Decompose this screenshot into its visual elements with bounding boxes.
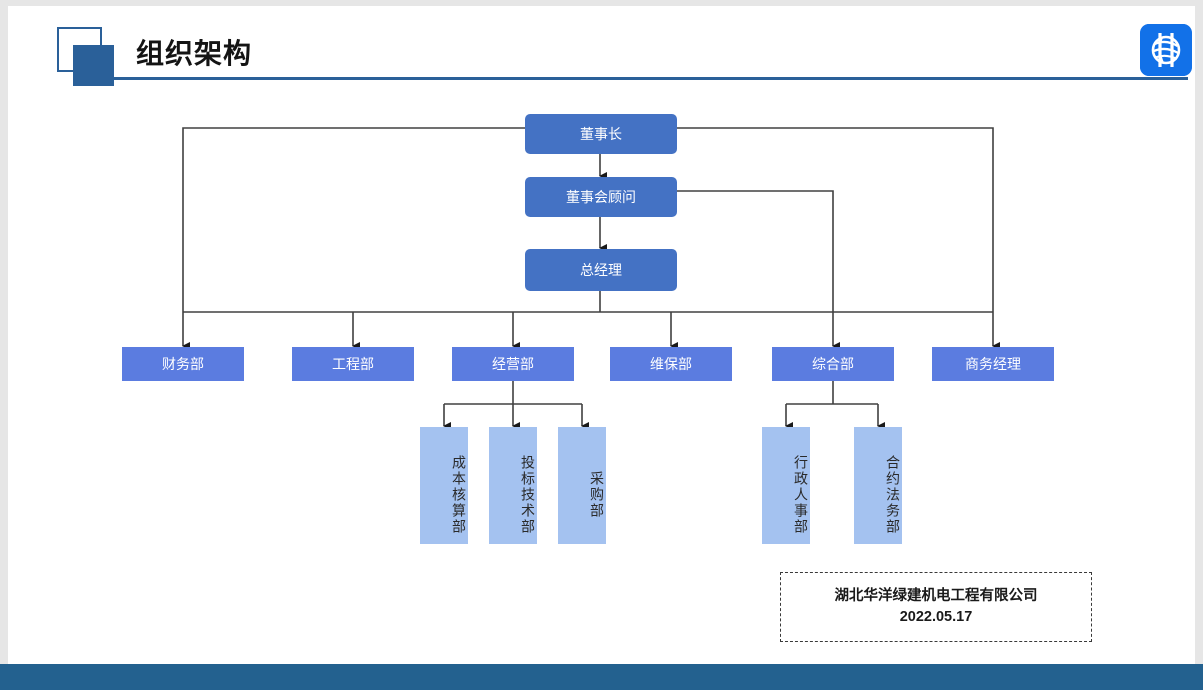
org-node-label: 采购部 [589,470,605,519]
stamp-company-name: 湖北华洋绿建机电工程有限公司 [834,588,1038,604]
org-node-engineering[interactable]: 工程部 [292,347,414,381]
org-node-finance[interactable]: 财务部 [122,347,244,381]
org-node-label: 维保部 [650,356,692,372]
org-node-label: 经营部 [492,356,534,372]
org-node-cost-accounting[interactable]: 成本核算部 [420,427,468,544]
org-node-maintenance[interactable]: 维保部 [610,347,732,381]
org-node-business-manager[interactable]: 商务经理 [932,347,1054,381]
decorative-square-filled [73,45,114,86]
org-node-admin-hr[interactable]: 行政人事部 [762,427,810,544]
org-node-label: 合约法务部 [885,454,901,535]
org-node-general-manager[interactable]: 总经理 [525,249,677,291]
org-node-label: 总经理 [580,262,622,278]
org-node-general-affairs[interactable]: 综合部 [772,347,894,381]
stamp-date: 2022.05.17 [899,609,973,625]
org-node-operations[interactable]: 经营部 [452,347,574,381]
org-node-label: 董事会顾问 [566,189,636,205]
company-stamp-box: 湖北华洋绿建机电工程有限公司 2022.05.17 [780,572,1092,642]
org-node-label: 投标技术部 [520,454,536,535]
org-node-label: 综合部 [812,356,854,372]
org-node-board-advisor[interactable]: 董事会顾问 [525,177,677,217]
slide-canvas: 组织架构 [8,6,1195,682]
footer-bar [0,664,1203,690]
company-globe-logo-icon [1140,24,1192,76]
org-node-contract-legal[interactable]: 合约法务部 [854,427,902,544]
org-node-label: 行政人事部 [793,454,809,535]
org-node-label: 财务部 [162,356,204,372]
org-node-label: 董事长 [580,126,622,142]
header-divider-rule [113,77,1188,80]
org-node-bidding-technology[interactable]: 投标技术部 [489,427,537,544]
org-node-label: 工程部 [332,356,374,372]
org-node-label: 成本核算部 [451,454,467,535]
org-node-procurement[interactable]: 采购部 [558,427,606,544]
org-node-label: 商务经理 [965,356,1021,372]
page-title: 组织架构 [136,38,253,69]
org-node-chairman[interactable]: 董事长 [525,114,677,154]
